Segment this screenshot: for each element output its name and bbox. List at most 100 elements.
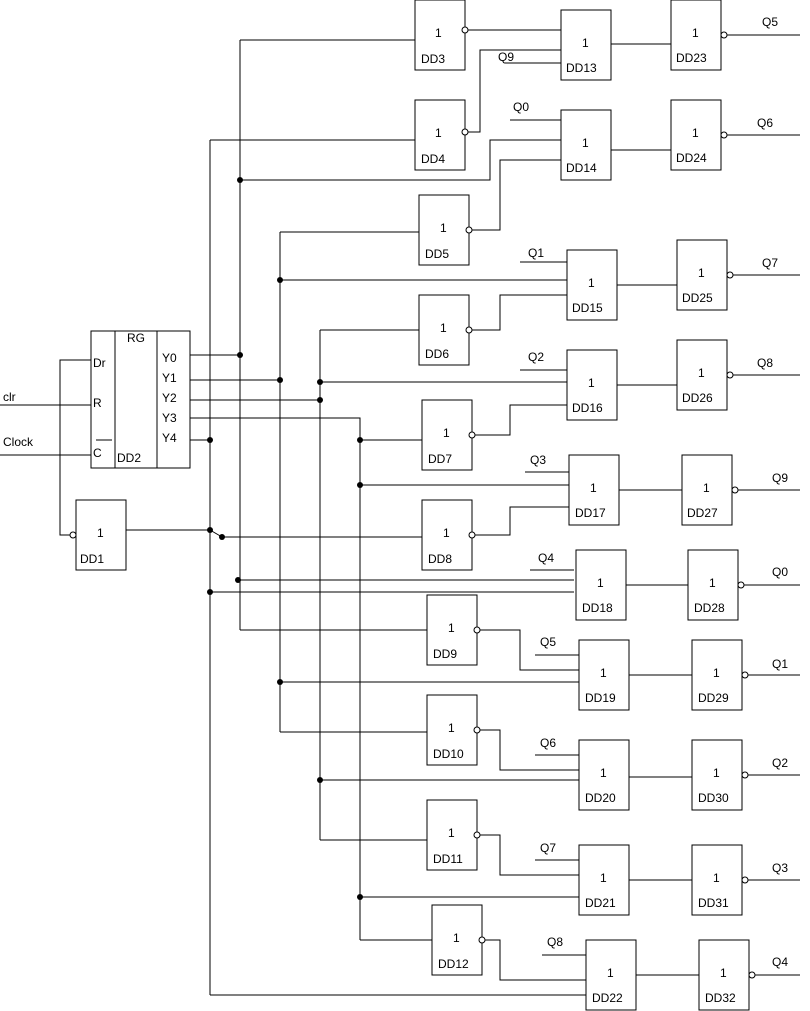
gate-dd12-label: DD12 [438,957,469,971]
gate-dd24-label: DD24 [676,151,707,165]
gate-dd31-label: DD31 [698,896,729,910]
output-label-dd29: Q1 [772,657,788,671]
feedback-label-dd20: Q6 [540,736,556,750]
junctions [207,177,363,900]
input-clock: Clock [0,435,91,456]
gate-dd21: 1 DD21 [578,844,630,916]
wires [59,29,800,996]
gate-dd16: 1 DD16 [566,349,618,421]
gate-dd32: 1 DD32 [698,939,756,1011]
input-clr: clr [0,390,91,406]
gate-dd27: 1 DD27 [681,454,739,526]
gate-dd29-symbol: 1 [713,666,720,680]
feedback-label-dd16: Q2 [528,350,544,364]
output-label-dd28: Q0 [772,565,788,579]
gate-dd28: 1 DD28 [687,549,745,621]
gate-dd14-symbol: 1 [582,136,589,150]
gate-dd23-label: DD23 [676,51,707,65]
feedback-label-dd21: Q7 [540,841,556,855]
gate-dd7-symbol: 1 [443,426,450,440]
gate-dd12-symbol: 1 [453,931,460,945]
gate-dd26: 1 DD26 [676,339,734,411]
register-output-y0: Y0 [162,351,177,365]
gate-dd18-symbol: 1 [597,576,604,590]
gate-dd19-symbol: 1 [600,666,607,680]
gate-dd11-symbol: 1 [448,826,455,840]
gate-dd3: 1 DD3 [414,0,469,71]
output-label-dd24: Q6 [757,116,773,130]
gate-dd32-label: DD32 [705,991,736,1005]
output-labels: Q5 Q6 Q7 Q8 Q9 Q0 Q1 Q2 Q3 Q4 [757,15,788,969]
gate-dd11: 1 DD11 [426,799,481,871]
register-output-y1: Y1 [162,371,177,385]
gate-dd29-label: DD29 [698,691,729,705]
input-clr-label: clr [3,390,16,404]
gate-dd20-label: DD20 [585,791,616,805]
gate-dd24-symbol: 1 [692,126,699,140]
gate-dd16-symbol: 1 [588,376,595,390]
gate-dd15-label: DD15 [572,301,603,315]
output-label-dd23: Q5 [762,15,778,29]
gate-dd13-label: DD13 [566,61,597,75]
output-label-dd31: Q3 [772,861,788,875]
gate-dd22: 1 DD22 [585,939,637,1011]
gate-dd16-label: DD16 [572,401,603,415]
gate-dd4-label: DD4 [421,152,445,166]
register-input-c: C [93,446,102,460]
gate-dd23: 1 DD23 [670,0,728,71]
gate-dd10-symbol: 1 [448,721,455,735]
gate-dd31-symbol: 1 [713,871,720,885]
feedback-label-dd15: Q1 [528,246,544,260]
gate-dd22-symbol: 1 [607,966,614,980]
feedback-label-dd18: Q4 [538,551,554,565]
feedback-label-dd19: Q5 [540,635,556,649]
feedback-label-dd13: Q9 [498,50,514,64]
gate-dd26-label: DD26 [682,391,713,405]
gate-dd10: 1 DD10 [426,694,481,766]
gate-dd28-label: DD28 [694,601,725,615]
gate-dd4-symbol: 1 [435,126,442,140]
gate-dd18: 1 DD18 [575,549,627,621]
gate-dd9-label: DD9 [433,647,457,661]
gate-dd25-label: DD25 [682,291,713,305]
gate-dd14: 1 DD14 [560,109,612,181]
gate-dd21-symbol: 1 [600,871,607,885]
gate-dd17: 1 DD17 [568,454,620,526]
feedback-label-dd22: Q8 [547,935,563,949]
gate-dd6-label: DD6 [425,347,449,361]
gate-dd8-symbol: 1 [443,526,450,540]
gate-dd20-symbol: 1 [600,766,607,780]
gate-dd5: 1 DD5 [418,194,473,266]
output-label-dd25: Q7 [762,256,778,270]
gate-dd1-label: DD1 [80,552,104,566]
register-output-y2: Y2 [162,391,177,405]
gate-dd21-label: DD21 [585,896,616,910]
gate-dd3-label: DD3 [421,52,445,66]
gate-dd22-label: DD22 [592,991,623,1005]
gate-dd31: 1 DD31 [691,844,749,916]
gate-dd13: 1 DD13 [560,9,612,81]
gate-dd30-label: DD30 [698,791,729,805]
output-label-dd32: Q4 [772,955,788,969]
gate-dd24: 1 DD24 [670,99,728,171]
gate-dd20: 1 DD20 [578,739,630,811]
gate-dd15-symbol: 1 [588,276,595,290]
gate-dd18-label: DD18 [582,601,613,615]
gate-dd30: 1 DD30 [691,739,749,811]
gate-dd7: 1 DD7 [421,399,476,471]
input-clock-label: Clock [3,435,34,449]
feedback-label-dd17: Q3 [530,453,546,467]
gate-dd29: 1 DD29 [691,639,749,711]
feedback-labels: Q9 Q0 Q1 Q2 Q3 Q4 Q5 Q6 Q7 Q8 [498,50,563,949]
register-name: DD2 [117,451,141,465]
gate-dd30-symbol: 1 [713,766,720,780]
gate-dd12: 1 DD12 [431,904,486,976]
gate-dd19: 1 DD19 [578,639,630,711]
gate-dd19-label: DD19 [585,691,616,705]
register-title: RG [127,331,145,345]
gate-dd23-symbol: 1 [692,26,699,40]
output-label-dd26: Q8 [757,356,773,370]
gate-dd27-symbol: 1 [703,481,710,495]
register-dd2: RG Dr R C DD2 Y0 Y1 Y2 Y3 Y4 [90,330,191,469]
